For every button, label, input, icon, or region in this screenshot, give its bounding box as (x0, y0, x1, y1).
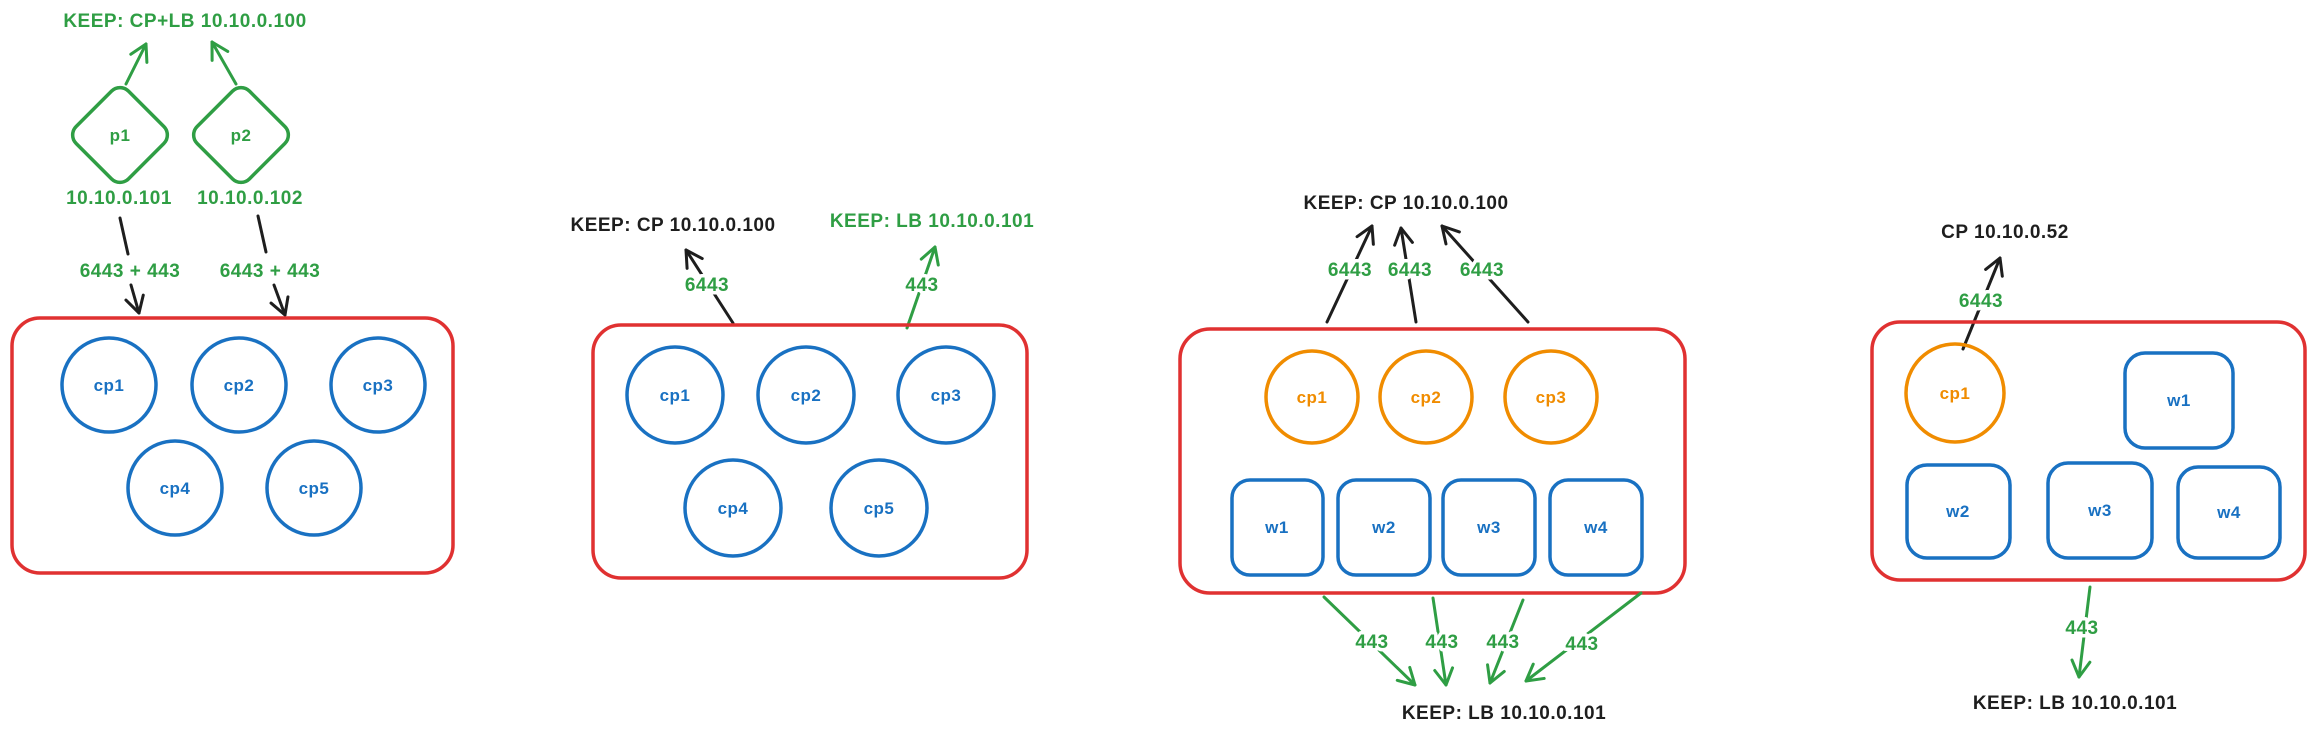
cp-port-label-3: 6443 (1460, 260, 1504, 281)
proxy-p2-ip-label: 10.10.0.102 (197, 188, 303, 209)
arrow-cp1-to-cp-address (1961, 256, 2004, 351)
worker-w3-label: w3 (1476, 518, 1501, 537)
proxy-p2-label: p2 (231, 126, 252, 145)
node-cp4-label: cp4 (160, 479, 191, 498)
link-p2-to-cluster (256, 214, 268, 254)
worker-node-w4 (2176, 465, 2282, 560)
lb-vip-label: KEEP: LB 10.10.0.101 (830, 211, 1034, 232)
worker-w2-label: w2 (1945, 502, 1970, 521)
worker-node-w4 (1548, 478, 1644, 577)
worker-w1-label: w1 (2166, 391, 2191, 410)
cluster-boundary (10, 316, 455, 575)
node-cp5 (829, 458, 929, 558)
arrow-cp1-to-cp-vip (1325, 224, 1375, 324)
worker-node-w2 (1336, 478, 1432, 577)
p2-ports-label: 6443 + 443 (220, 261, 321, 282)
proxy-p1-label: p1 (110, 126, 131, 145)
p1-ports-label: 6443 + 443 (80, 261, 181, 282)
arrow-cp2-to-cp-vip (1393, 226, 1418, 324)
lb-port-label-2: 443 (1425, 632, 1458, 653)
node-cp1-label: cp1 (1940, 384, 1971, 403)
worker-node-w1 (2123, 351, 2235, 450)
worker-w2-label: w2 (1371, 518, 1396, 537)
arrow-w2-to-lb-vip (1431, 596, 1455, 687)
arrow-cluster-to-lb-vip (905, 245, 940, 330)
node-cp2 (756, 345, 856, 445)
lb-port-label: 443 (905, 275, 938, 296)
node-cp2-label: cp2 (1411, 388, 1442, 407)
node-cp3-label: cp3 (931, 386, 962, 405)
cp-address-label: CP 10.10.0.52 (1941, 222, 2069, 243)
scenario-single-cp: CP 10.10.0.52 6443 cp1 w1 w2 w3 w4 443 K… (1870, 222, 2307, 714)
arrow-w4-to-lb-vip (1524, 591, 1643, 683)
node-cp4 (126, 439, 224, 537)
node-cp2 (190, 336, 288, 434)
cp-port-label: 6443 (1959, 291, 2003, 312)
worker-w1-label: w1 (1264, 518, 1289, 537)
node-cp5 (265, 439, 363, 537)
cp-vip-label: KEEP: CP 10.10.0.100 (1303, 193, 1508, 214)
scenario-cp-and-workers: KEEP: CP 10.10.0.100 6443 6443 6443 cp1 … (1178, 193, 1687, 724)
lb-vip-label: KEEP: LB 10.10.0.101 (1973, 693, 2177, 714)
node-cp3 (896, 345, 996, 445)
node-cp1-label: cp1 (660, 386, 691, 405)
worker-w4-label: w4 (2216, 503, 2241, 522)
link-p1-to-cluster (118, 216, 130, 256)
arrow-p1-to-vip (124, 42, 149, 86)
worker-node-w1 (1230, 478, 1325, 577)
node-cp3-label: cp3 (363, 376, 394, 395)
arrow-cp3-to-cp-vip (1440, 224, 1530, 324)
scenario-external-proxies: KEEP: CP+LB 10.10.0.100 p1 p2 10.10.0.10… (10, 11, 455, 575)
cluster-boundary (1178, 327, 1687, 595)
lb-vip-label: KEEP: LB 10.10.0.101 (1402, 703, 1606, 724)
node-cp3 (329, 336, 427, 434)
node-cp2-label: cp2 (224, 376, 255, 395)
arrow-p2-to-vip (210, 40, 238, 86)
worker-node-w3 (1441, 478, 1537, 577)
node-cp5-label: cp5 (864, 499, 895, 518)
node-cp1-label: cp1 (94, 376, 125, 395)
cp-port-label-1: 6443 (1328, 260, 1372, 281)
proxy-node-p2 (191, 85, 291, 185)
arrow-p2-to-cluster (269, 283, 290, 317)
arrow-w1-to-lb-vip (1322, 595, 1417, 687)
worker-node-w2 (1905, 463, 2012, 560)
node-cp1-label: cp1 (1297, 388, 1328, 407)
arrow-p1-to-cluster (124, 283, 145, 315)
lb-port-label: 443 (2065, 618, 2098, 639)
proxy-node-p1 (70, 85, 170, 185)
cluster-boundary (1870, 320, 2307, 582)
node-cp2-label: cp2 (791, 386, 822, 405)
cp-vip-label: KEEP: CP 10.10.0.100 (570, 215, 775, 236)
arrow-w3-to-lb-vip (1486, 598, 1525, 685)
node-cp1 (625, 345, 725, 445)
node-cp1 (1264, 349, 1360, 445)
cluster-boundary (591, 323, 1029, 580)
cp-port-label-2: 6443 (1388, 260, 1432, 281)
node-cp1 (1904, 342, 2006, 444)
node-cp4 (683, 458, 783, 558)
node-cp2 (1378, 349, 1474, 445)
lb-port-label-3: 443 (1486, 632, 1519, 653)
lb-port-label-1: 443 (1355, 632, 1388, 653)
lb-port-label-4: 443 (1565, 634, 1598, 655)
cp-port-label: 6443 (685, 275, 729, 296)
vip-label: KEEP: CP+LB 10.10.0.100 (63, 11, 306, 32)
arrow-cluster-to-lb-vip (2070, 585, 2092, 679)
node-cp1 (60, 336, 158, 434)
scenario-split-vips: KEEP: CP 10.10.0.100 KEEP: LB 10.10.0.10… (570, 211, 1034, 580)
worker-node-w3 (2046, 461, 2154, 560)
node-cp4-label: cp4 (718, 499, 749, 518)
node-cp3 (1503, 349, 1599, 445)
node-cp3-label: cp3 (1536, 388, 1567, 407)
node-cp5-label: cp5 (299, 479, 330, 498)
arrow-cluster-to-cp-vip (684, 248, 735, 325)
worker-w4-label: w4 (1583, 518, 1608, 537)
proxy-p1-ip-label: 10.10.0.101 (66, 188, 172, 209)
worker-w3-label: w3 (2087, 501, 2112, 520)
